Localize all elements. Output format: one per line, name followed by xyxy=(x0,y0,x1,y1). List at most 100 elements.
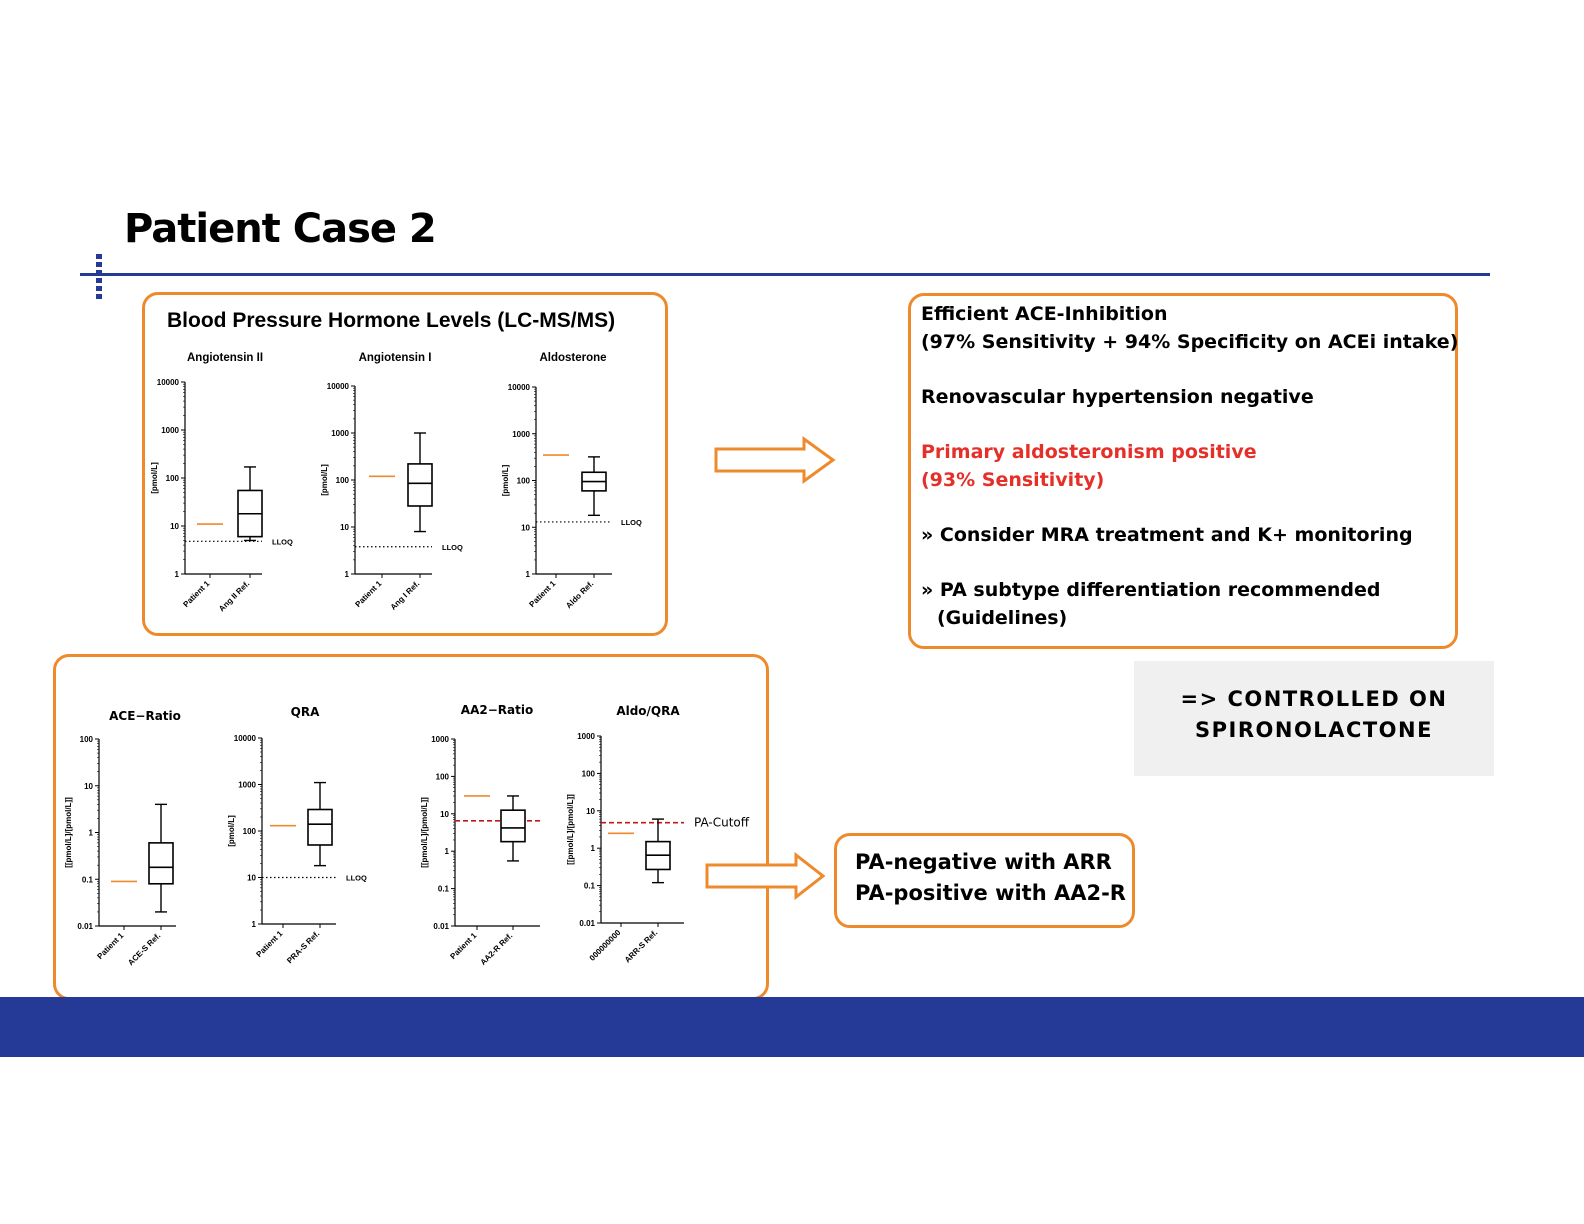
y-axis-label: [[pmol/L]/[pmol/L]] xyxy=(64,797,73,868)
y-tick-label: 1000 xyxy=(512,430,530,439)
y-tick-label: 0.1 xyxy=(584,882,596,891)
finding-ace-inhibition: Efficient ACE-Inhibition xyxy=(921,303,1168,325)
finding-ace-sensitivity: (97% Sensitivity + 94% Specificity on AC… xyxy=(921,331,1459,353)
x-tick-label: 000000000 xyxy=(588,928,623,963)
finding-renovascular: Renovascular hypertension negative xyxy=(921,386,1314,408)
y-tick-label: 10 xyxy=(521,523,530,532)
y-tick-label: 0.01 xyxy=(433,922,449,931)
chart-aldo-qra: Aldo/QRA0.010.11101001000[[pmol/L]/[pmol… xyxy=(566,704,750,965)
y-tick-label: 100 xyxy=(80,735,94,744)
y-axis-label: [pmol/L] xyxy=(501,464,510,496)
x-tick-label: Ang I Ref. xyxy=(389,579,422,612)
x-tick-label: Aldo Ref. xyxy=(564,579,595,610)
arrow-right-icon xyxy=(705,852,826,901)
chart-title: Aldosterone xyxy=(539,352,606,364)
y-tick-label: 10000 xyxy=(508,383,531,392)
box-iqr xyxy=(307,808,333,846)
pa-negative-arr: PA-negative with ARR xyxy=(855,850,1112,874)
chart-aldosterone: Aldosterone 1 10 100 1000 10000 [pmol/L] Patien… xyxy=(501,352,642,610)
finding-pa-positive: Primary aldosteronism positive xyxy=(921,441,1257,463)
x-tick-label: Patient 1 xyxy=(95,931,125,961)
title-divider xyxy=(80,273,1490,276)
x-tick-label: Patient 1 xyxy=(254,929,284,959)
y-tick-label: 0.01 xyxy=(579,919,595,928)
chart-title: ACE−Ratio xyxy=(109,709,181,723)
y-tick-label: 1 xyxy=(175,570,180,579)
ratio-panel xyxy=(53,654,769,1000)
y-tick-label: 1 xyxy=(526,570,531,579)
pa-positive-aa2r: PA-positive with AA2-R xyxy=(855,881,1126,905)
footer-band xyxy=(0,997,1584,1057)
y-tick-label: 10 xyxy=(84,782,93,791)
findings-panel: Efficient ACE-Inhibition (97% Sensitivit… xyxy=(908,293,1458,649)
y-axis-label: [pmol/L] xyxy=(150,462,159,494)
chart-title: Angiotensin II xyxy=(187,352,263,364)
y-tick-label: 10 xyxy=(340,523,349,532)
x-tick-label: Ang II Ref. xyxy=(217,579,251,613)
y-tick-label: 100 xyxy=(336,476,350,485)
y-tick-label: 100 xyxy=(517,477,531,486)
finding-subtype-recommendation: » PA subtype differentiation recommended xyxy=(921,579,1381,601)
y-axis-label: [pmol/L] xyxy=(320,464,329,496)
box-iqr xyxy=(407,463,433,507)
y-axis-label: [[pmol/L]/[pmol/L]] xyxy=(420,797,429,868)
y-tick-label: 10 xyxy=(247,874,256,883)
y-tick-label: 100 xyxy=(582,769,596,778)
y-tick-label: 1000 xyxy=(238,781,256,790)
x-tick-label: PRA-S Ref. xyxy=(285,929,321,965)
y-tick-label: 10000 xyxy=(327,382,350,391)
finding-mra-recommendation: » Consider MRA treatment and K+ monitori… xyxy=(921,524,1413,546)
finding-pa-sensitivity: (93% Sensitivity) xyxy=(921,469,1105,491)
cutoff-label: PA-Cutoff xyxy=(694,816,750,830)
chart-title: Aldo/QRA xyxy=(616,704,680,718)
y-tick-label: 1 xyxy=(445,847,450,856)
pa-result-panel: PA-negative with ARR PA-positive with AA… xyxy=(834,833,1135,928)
finding-guidelines: (Guidelines) xyxy=(937,607,1068,629)
chart-title: QRA xyxy=(291,705,320,719)
y-tick-label: 10 xyxy=(586,807,595,816)
y-tick-label: 1000 xyxy=(161,426,179,435)
y-tick-label: 100 xyxy=(436,772,450,781)
chart-title: AA2−Ratio xyxy=(461,703,533,717)
x-tick-label: Patient 1 xyxy=(353,579,383,609)
chart-angiotensin-ii: Angiotensin II 1 10 100 1000 10000 [pmol/L] Pat… xyxy=(150,352,293,613)
controlled-line-1: => CONTROLLED ON xyxy=(1180,687,1448,711)
y-tick-label: 10000 xyxy=(157,378,180,387)
hormone-levels-panel: Blood Pressure Hormone Levels (LC-MS/MS) xyxy=(142,292,668,636)
title-accent-dots xyxy=(96,254,102,299)
y-tick-label: 10 xyxy=(170,522,179,531)
y-tick-label: 10000 xyxy=(234,734,257,743)
y-tick-label: 0.1 xyxy=(438,885,450,894)
y-tick-label: 1000 xyxy=(577,732,595,741)
lloq-label: LLOQ xyxy=(272,537,293,546)
chart-ace-ratio: ACE−Ratio0.010.1110100[[pmol/L]/[pmol/L]… xyxy=(64,709,181,967)
x-tick-label: Patient 1 xyxy=(527,579,557,609)
pa-result-text: PA-negative with ARR PA-positive with AA… xyxy=(855,847,1126,909)
y-axis-label: [[pmol/L]/[pmol/L]] xyxy=(566,794,575,865)
lloq-label: LLOQ xyxy=(346,874,367,883)
page-title: Patient Case 2 xyxy=(124,206,437,252)
y-axis-label: [pmol/L] xyxy=(227,815,236,847)
y-tick-label: 0.1 xyxy=(82,875,94,884)
chart-angiotensin-i: Angiotensin I 1 10 100 1000 10000 [pmol/L] Pati… xyxy=(320,352,463,612)
box-iqr xyxy=(500,809,526,843)
y-tick-label: 100 xyxy=(166,474,180,483)
chart-aa2-ratio: AA2−Ratio0.010.11101001000[[pmol/L]/[pmo… xyxy=(420,703,540,967)
x-tick-label: Patient 1 xyxy=(448,931,478,961)
controlled-callout: => CONTROLLED ON SPIRONOLACTONE xyxy=(1134,661,1494,776)
lloq-label: LLOQ xyxy=(621,518,642,527)
lloq-label: LLOQ xyxy=(442,543,463,552)
x-tick-label: ARR-S Ref. xyxy=(623,928,660,965)
y-tick-label: 100 xyxy=(243,827,257,836)
x-tick-label: Patient 1 xyxy=(181,579,211,609)
y-tick-label: 1 xyxy=(252,920,257,929)
y-tick-label: 1 xyxy=(89,829,94,838)
y-tick-label: 1000 xyxy=(331,429,349,438)
hormone-levels-heading: Blood Pressure Hormone Levels (LC-MS/MS) xyxy=(167,309,616,332)
box-iqr xyxy=(148,842,174,885)
x-tick-label: ACE-S Ref. xyxy=(126,931,162,967)
findings-text: Efficient ACE-Inhibition (97% Sensitivit… xyxy=(921,300,1458,632)
y-tick-label: 1 xyxy=(345,570,350,579)
y-tick-label: 1000 xyxy=(431,735,449,744)
chart-title: Angiotensin I xyxy=(359,352,432,364)
